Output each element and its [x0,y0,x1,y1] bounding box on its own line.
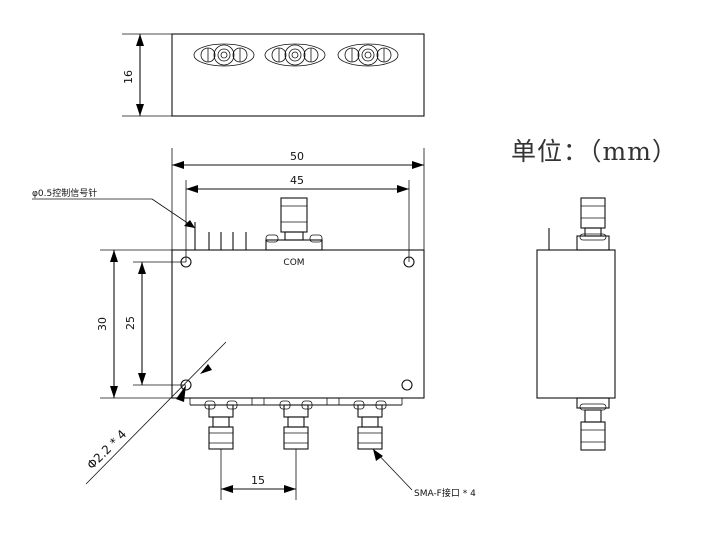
control-pins [194,222,247,250]
sma-connector-top-1 [193,43,255,67]
com-label: COM [283,258,304,268]
side-sma-bottom [576,397,610,451]
dim-label-25: 25 [124,316,137,330]
sma-ports-bottom [204,400,387,450]
com-connector [265,197,323,251]
dim-label-30: 30 [96,317,109,331]
side-view-body [536,249,616,399]
unit-label: 单位：（mm） [511,137,678,166]
top-view: 16 [122,33,425,117]
front-view-body [171,249,425,399]
top-view-body [171,33,425,117]
dim-label-15: 15 [251,474,265,487]
side-view [536,197,616,451]
hole-note: Φ2.2 * 4 [84,427,129,472]
sma-connector-top-3 [337,43,399,67]
mounting-hole [401,379,413,391]
front-view: 50 45 30 25 [32,148,476,500]
sma-connector-top-2 [264,43,326,67]
sma-note: SMA-F接口 * 4 [414,487,476,499]
dim-label-50: 50 [290,150,304,163]
mounting-hole [180,256,192,268]
mounting-hole [180,379,192,391]
control-pin-note: φ0.5控制信号针 [32,187,97,199]
side-sma-top [576,197,610,251]
dim-label-45: 45 [290,174,304,187]
mounting-hole [403,256,415,268]
dim-label-16: 16 [122,70,135,84]
